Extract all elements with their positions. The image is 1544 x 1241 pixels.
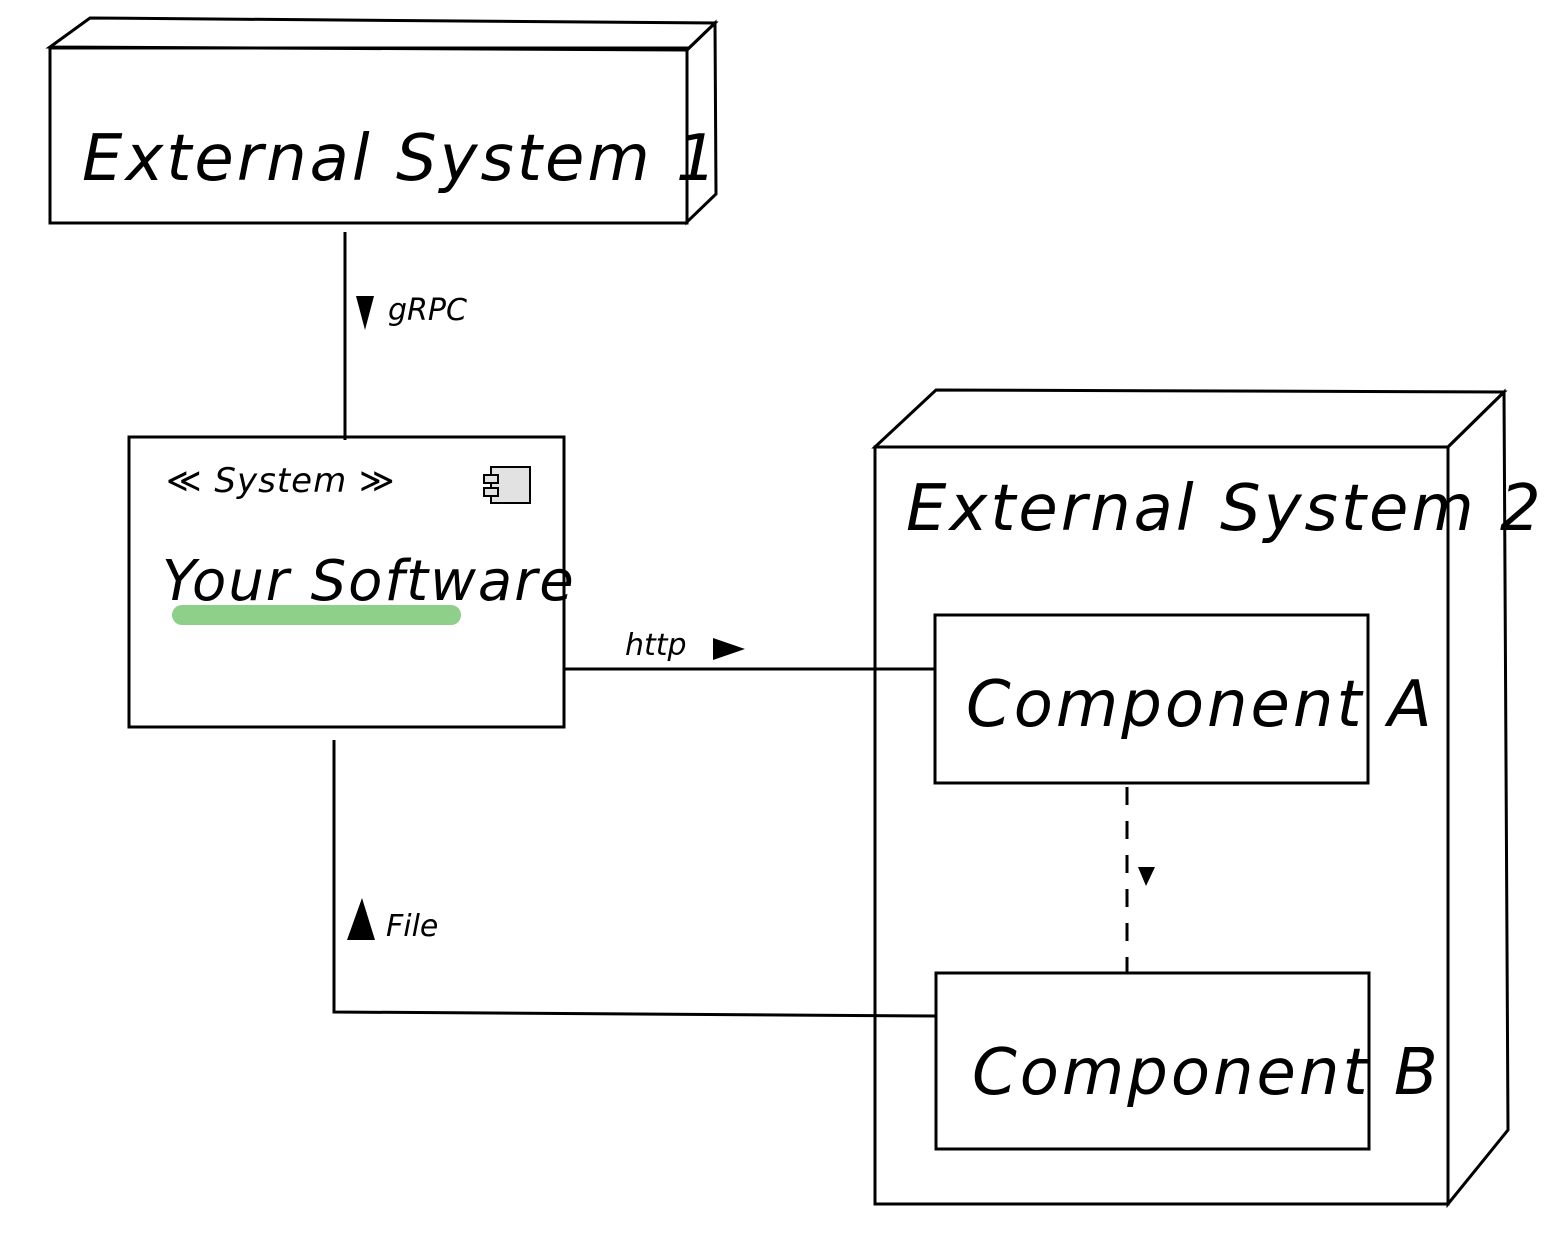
system-stereotype: ≪ System ≫ xyxy=(166,461,396,501)
grpc-label: gRPC xyxy=(388,293,467,328)
http-connection[interactable]: http xyxy=(564,628,935,671)
a-to-b-dependency[interactable] xyxy=(1125,787,1155,973)
component-a-node[interactable]: Component A xyxy=(933,613,1435,785)
external-system-1-top-face xyxy=(45,16,719,52)
external-system-2-top-face xyxy=(871,388,1508,449)
file-label: File xyxy=(386,909,438,944)
external-system-2-front-face xyxy=(873,445,1450,1206)
external-system-1-label: External System 1 xyxy=(82,122,720,196)
component-a-label: Component A xyxy=(966,668,1435,742)
a-to-b-arrow-down-icon xyxy=(1138,867,1155,886)
component-b-box xyxy=(934,971,1371,1151)
external-system-2-label: External System 2 xyxy=(906,472,1544,546)
file-arrow-up-icon xyxy=(347,898,375,940)
file-connection[interactable]: File xyxy=(332,740,937,1018)
external-system-1-node[interactable]: External System 1 xyxy=(45,16,720,226)
grpc-arrow-down-icon xyxy=(356,296,374,330)
file-connection-line xyxy=(332,740,937,1018)
your-software-box xyxy=(127,435,566,729)
http-arrow-right-icon xyxy=(713,638,745,660)
component-b-label: Component B xyxy=(972,1036,1441,1110)
http-label: http xyxy=(625,628,687,663)
grpc-connection[interactable]: gRPC xyxy=(343,232,467,440)
component-a-box xyxy=(933,613,1370,785)
your-software-label: Your Software xyxy=(162,549,576,614)
external-system-1-front-face xyxy=(48,46,689,225)
component-icon xyxy=(483,466,531,504)
external-system-2-node[interactable]: External System 2 xyxy=(871,388,1544,1209)
component-b-node[interactable]: Component B xyxy=(934,971,1441,1151)
your-software-node[interactable]: ≪ System ≫ Your Software xyxy=(127,435,576,729)
